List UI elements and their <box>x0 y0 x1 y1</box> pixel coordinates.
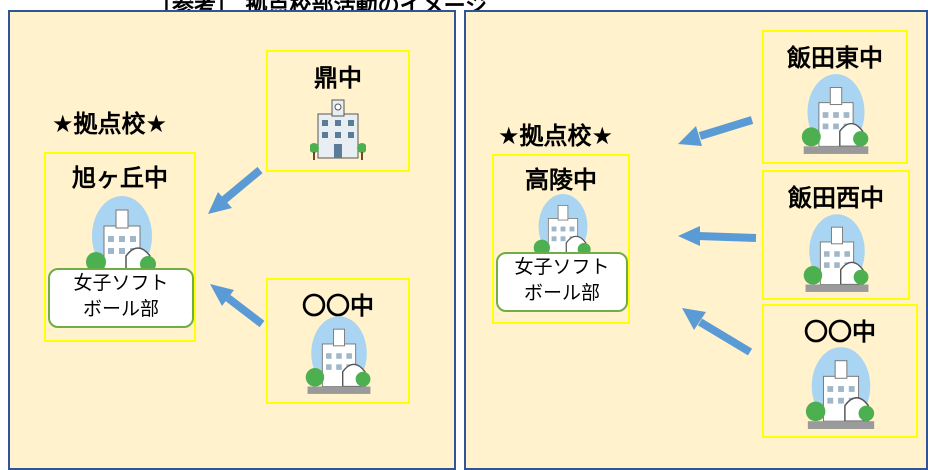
feeder-school-box-2: 飯田西中 <box>762 170 910 300</box>
arrow-group <box>208 166 265 328</box>
arrow-head <box>678 126 702 146</box>
club-box: 女子ソフト ボール部 <box>48 268 194 328</box>
arrow-line <box>698 116 754 140</box>
arrow-head <box>210 284 234 306</box>
right-panel: ★拠点校★ 高陵中 女子ソフト ボール部 飯田東中 <box>464 10 928 470</box>
club-label-line2: ボール部 <box>523 282 600 304</box>
school-illustration-icon <box>801 74 869 154</box>
hub-label: ★拠点校★ <box>498 122 614 150</box>
school-illustration-icon <box>305 316 371 394</box>
feeder-school-box-1: 鼎中 <box>266 50 410 172</box>
feeder-school-box-1: 飯田東中 <box>762 30 908 164</box>
club-label-line2: ボール部 <box>82 298 159 320</box>
arrow-head <box>208 192 232 214</box>
hub-school-box: 旭ヶ丘中 女子ソフト ボール部 <box>44 152 196 342</box>
feeder-school-name: 飯田西中 <box>788 184 884 212</box>
school-building-icon <box>310 99 366 160</box>
arrow-group <box>678 116 757 356</box>
feeder-school-name: 飯田東中 <box>787 44 883 72</box>
school-illustration-icon <box>805 347 875 429</box>
school-illustration-icon <box>803 214 869 292</box>
feeder-school-box-2: 〇〇中 <box>266 278 410 404</box>
arrow-line <box>221 166 263 204</box>
arrow-head <box>682 308 706 330</box>
club-label-line1: 女子ソフト <box>73 272 169 294</box>
feeder-school-name: 鼎中 <box>314 64 362 92</box>
arrow-line <box>697 232 757 242</box>
left-panel: ★拠点校★ 旭ヶ丘中 女子ソフト ボール部 鼎中 <box>8 10 456 470</box>
club-label-line1: 女子ソフト <box>514 256 610 278</box>
hub-school-name: 旭ヶ丘中 <box>72 164 168 192</box>
feeder-school-name: 〇〇中 <box>804 318 876 346</box>
club-box: 女子ソフト ボール部 <box>496 252 628 312</box>
hub-school-name: 高陵中 <box>525 166 597 194</box>
arrow-line <box>225 294 265 328</box>
feeder-school-name: 〇〇中 <box>302 292 374 320</box>
hub-label: ★拠点校★ <box>52 110 168 138</box>
arrow-head <box>678 226 700 246</box>
feeder-school-box-3: 〇〇中 <box>762 304 918 438</box>
school-illustration-icon <box>86 196 156 280</box>
arrow-line <box>697 318 753 356</box>
hub-school-box: 高陵中 女子ソフト ボール部 <box>492 154 630 324</box>
